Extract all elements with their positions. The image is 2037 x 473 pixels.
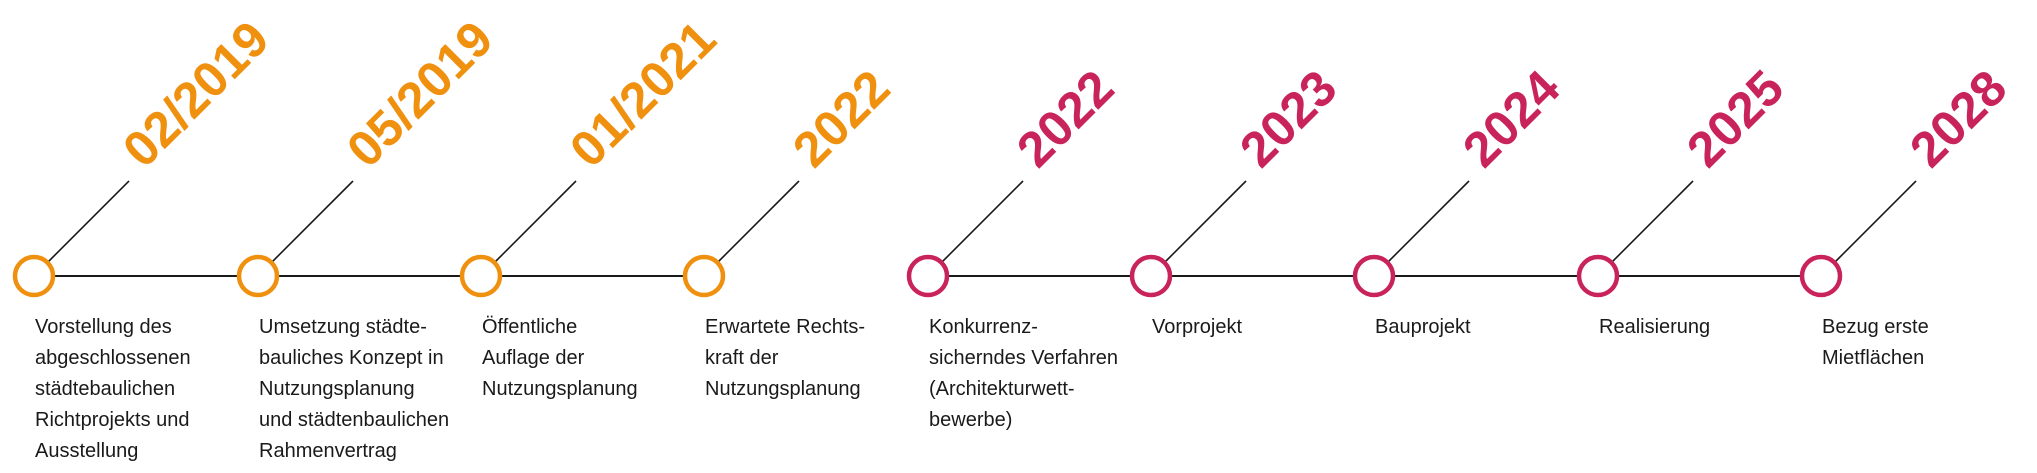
description-line: Bezug erste xyxy=(1822,316,1929,338)
milestone-description: Konkurrenz-sicherndes Verfahren (Architek… xyxy=(929,312,1144,436)
date-label: 05/2019 xyxy=(336,10,503,177)
description-line: Vorprojekt xyxy=(1152,316,1243,338)
description-line: städtebaulichen xyxy=(35,378,176,400)
description-line: (Architekturwett- xyxy=(929,378,1075,400)
description-line: Nutzungsplanung xyxy=(482,378,638,400)
description-line: Nutzungsplanung xyxy=(259,378,415,400)
leader-line xyxy=(941,180,1024,263)
milestone-description: Vorstellung des abgeschlossenen städtebaul… xyxy=(35,312,250,467)
description-line: Rahmenvertrag xyxy=(259,440,397,462)
description-line: Ausstellung xyxy=(35,440,139,462)
description-line: bewerbe) xyxy=(929,409,1013,431)
description-line: Erwartete Rechts- xyxy=(705,316,866,338)
date-leader-lines xyxy=(47,180,1917,263)
description-line: Richtprojekts und xyxy=(35,409,190,431)
milestone-node xyxy=(1799,254,1843,298)
milestone-node xyxy=(682,254,726,298)
date-label: 2023 xyxy=(1229,60,1347,178)
description-line: Mietflächen xyxy=(1822,347,1925,369)
description-line: kraft der xyxy=(705,347,779,369)
description-line: sicherndes Verfahren xyxy=(929,347,1119,369)
description-line: abgeschlossenen xyxy=(35,347,191,369)
date-label: 02/2019 xyxy=(112,10,279,177)
milestone-description: Umsetzung städte-bauliches Konzept in Nut… xyxy=(259,312,474,467)
date-label: 2025 xyxy=(1676,60,1794,178)
date-label: 2022 xyxy=(782,60,900,178)
leader-line xyxy=(47,180,130,263)
description-line: Bauprojekt xyxy=(1375,316,1471,338)
description-line: bauliches Konzept in xyxy=(259,347,444,369)
description-line: und städtenbaulichen xyxy=(259,409,450,431)
leader-line xyxy=(271,180,354,263)
leader-line xyxy=(1611,180,1694,263)
milestone-description: Vorprojekt xyxy=(1152,312,1367,343)
description-line: Nutzungsplanung xyxy=(705,378,861,400)
milestone-node xyxy=(906,254,950,298)
description-line: Konkurrenz- xyxy=(929,316,1038,338)
milestone-description: Bauprojekt xyxy=(1375,312,1590,343)
date-labels: 02/2019 05/2019 01/2021 2022 2022 2023 2024 202… xyxy=(112,10,2017,177)
milestone-node xyxy=(236,254,280,298)
description-line: Auflage der xyxy=(482,347,585,369)
leader-line xyxy=(1164,180,1247,263)
description-line: Vorstellung des xyxy=(35,316,172,338)
leader-line xyxy=(1387,180,1470,263)
description-line: Öffentliche xyxy=(482,316,578,338)
date-label: 01/2021 xyxy=(559,10,726,177)
milestone-description: Realisierung xyxy=(1599,312,1814,343)
milestone-node xyxy=(1129,254,1173,298)
date-label: 2022 xyxy=(1006,60,1124,178)
leader-line xyxy=(717,180,800,263)
date-label: 2024 xyxy=(1452,59,1570,177)
milestone-node xyxy=(459,254,503,298)
milestone-nodes xyxy=(12,254,1843,298)
leader-line xyxy=(1834,180,1917,263)
milestone-node xyxy=(1352,254,1396,298)
date-label: 2028 xyxy=(1899,60,2017,178)
description-line: Realisierung xyxy=(1599,316,1711,338)
milestone-node xyxy=(1576,254,1620,298)
leader-line xyxy=(494,180,577,263)
milestone-node xyxy=(12,254,56,298)
description-line: Umsetzung städte- xyxy=(259,316,427,338)
